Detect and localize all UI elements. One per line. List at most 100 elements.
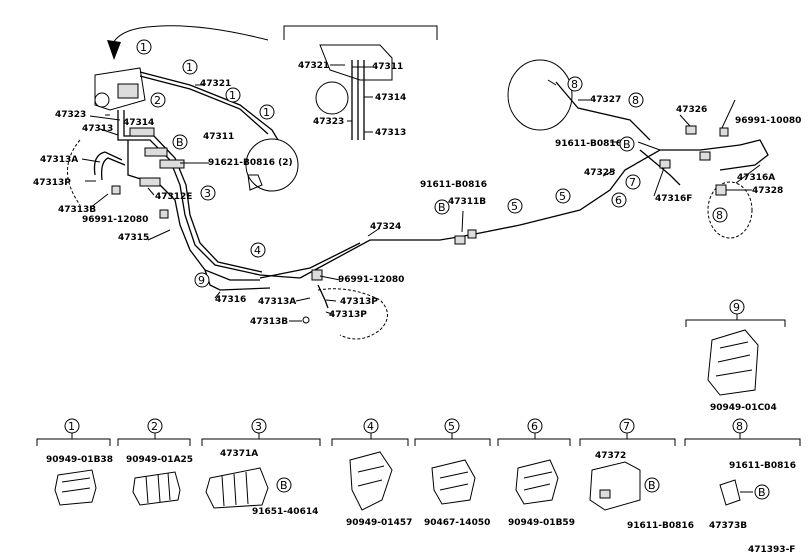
detail-9-part: 90949-01C04 [710, 403, 777, 413]
detail-4-part: 90949-01457 [346, 518, 412, 528]
label-47313: 47313 [82, 124, 113, 134]
callout-1-b: 1 [182, 59, 198, 75]
leader-lines [81, 64, 761, 322]
callout-7: 7 [625, 174, 641, 190]
label-47328: 47328 [752, 186, 783, 196]
detail-8-part: 91611-B0816 [729, 461, 796, 471]
svg-text:1: 1 [263, 106, 270, 119]
bolt-1 [302, 316, 310, 324]
detail-7-part: 47372 [595, 451, 626, 461]
dashed-arc-left [67, 139, 81, 206]
clamp-5 [431, 459, 476, 505]
callout-B-b: B [434, 199, 450, 215]
detail-1-callout: 1 [64, 418, 80, 434]
detail-1: 1 90949-01B38 [36, 418, 113, 506]
detail-7-callout-B: B [644, 477, 660, 493]
r-fit-6 [454, 235, 466, 245]
svg-text:6: 6 [615, 194, 622, 207]
label-47327: 47327 [590, 95, 621, 105]
label-47311: 47311 [203, 132, 234, 142]
callout-9: 9 [194, 272, 210, 288]
svg-text:1: 1 [229, 89, 236, 102]
label-47316F: 47316F [655, 194, 692, 204]
inset-booster [315, 81, 349, 115]
label-96991-12080-b: 96991-12080 [338, 275, 404, 285]
inset-label-47321: 47321 [298, 61, 329, 71]
label-47313B: 47313B [58, 205, 96, 215]
label-47321: 47321 [200, 79, 231, 89]
svg-text:4: 4 [367, 420, 374, 433]
label-47326: 47326 [676, 105, 707, 115]
svg-text:8: 8 [716, 209, 723, 222]
part-labels: 47321 47323 47313 47314 47313A 47313P 47… [33, 61, 801, 327]
detail-5-callout: 5 [444, 418, 460, 434]
detail-3-callout-B: B [276, 477, 292, 493]
right-assembly [454, 59, 769, 245]
inset-label-47311: 47311 [372, 62, 403, 72]
inset-label-47314: 47314 [375, 93, 406, 103]
svg-text:B: B [758, 486, 766, 499]
inset-body [319, 44, 393, 81]
detail-2-callout: 2 [147, 418, 163, 434]
r-fit-4 [715, 184, 727, 196]
svg-text:4: 4 [254, 244, 261, 257]
r-fit-3 [699, 151, 711, 161]
detail-7-callout: 7 [619, 418, 635, 434]
label-47324: 47324 [370, 222, 401, 232]
callout-8-c: 8 [712, 207, 728, 223]
callout-8-a: 8 [567, 76, 583, 92]
pipe-main-3 [127, 140, 260, 281]
svg-text:9: 9 [733, 301, 740, 314]
label-47313A: 47313A [40, 155, 78, 165]
svg-text:6: 6 [531, 420, 538, 433]
callout-8-b: 8 [628, 92, 644, 108]
callout-B-a: B [172, 134, 188, 150]
svg-text:7: 7 [629, 176, 636, 189]
label-47316: 47316 [215, 295, 246, 305]
svg-text:5: 5 [511, 200, 518, 213]
clamp-1 [54, 469, 97, 506]
label-47323: 47323 [55, 110, 86, 120]
detail-7-part-2: 91611-B0816 [627, 521, 694, 531]
pipe-bend-2 [100, 157, 126, 181]
r-fit-2 [719, 127, 729, 137]
svg-text:1: 1 [68, 420, 75, 433]
arrow-line [111, 25, 269, 46]
pipe-long-b [259, 242, 361, 279]
svg-text:8: 8 [632, 94, 639, 107]
detail-3-part-2: 91651-40614 [252, 507, 318, 517]
label-47314: 47314 [123, 118, 154, 128]
callout-2: 2 [150, 92, 166, 108]
pipe-upper [139, 71, 279, 141]
detail-8-callout: 8 [732, 418, 748, 434]
label-91621: 91621-B0816 (2) [208, 158, 293, 168]
callouts-main: 1 1 1 1 2 3 4 9 5 5 6 7 8 8 8 B B B [136, 39, 728, 288]
callout-6: 6 [611, 192, 627, 208]
svg-text:2: 2 [151, 420, 158, 433]
callout-5-b: 5 [555, 188, 571, 204]
hose-short [317, 284, 329, 309]
pipe-upper-2 [139, 75, 269, 135]
clamp-8 [719, 479, 741, 506]
inset-label-47323: 47323 [313, 117, 344, 127]
rear-drum-right [707, 181, 753, 239]
detail-8-part-2: 47373B [709, 521, 747, 531]
svg-text:3: 3 [204, 187, 211, 200]
svg-text:1: 1 [186, 61, 193, 74]
pipe-long [299, 144, 741, 279]
callout-B-c: B [619, 136, 635, 152]
fitting-2 [144, 147, 168, 157]
callout-1-c: 1 [225, 87, 241, 103]
svg-text:7: 7 [623, 420, 630, 433]
svg-text:3: 3 [255, 420, 262, 433]
clamp-6 [515, 459, 559, 505]
callout-1-d: 1 [259, 104, 275, 120]
clamp-9 [707, 329, 759, 396]
svg-text:5: 5 [448, 420, 455, 433]
detail-8: 8 91611-B0816 B 47373B [684, 418, 801, 531]
label-47312E: 47312E [155, 192, 192, 202]
callout-3: 3 [200, 185, 216, 201]
inset-label-47313: 47313 [375, 128, 406, 138]
callout-1-a: 1 [136, 39, 152, 55]
drum-fitting [547, 79, 557, 86]
